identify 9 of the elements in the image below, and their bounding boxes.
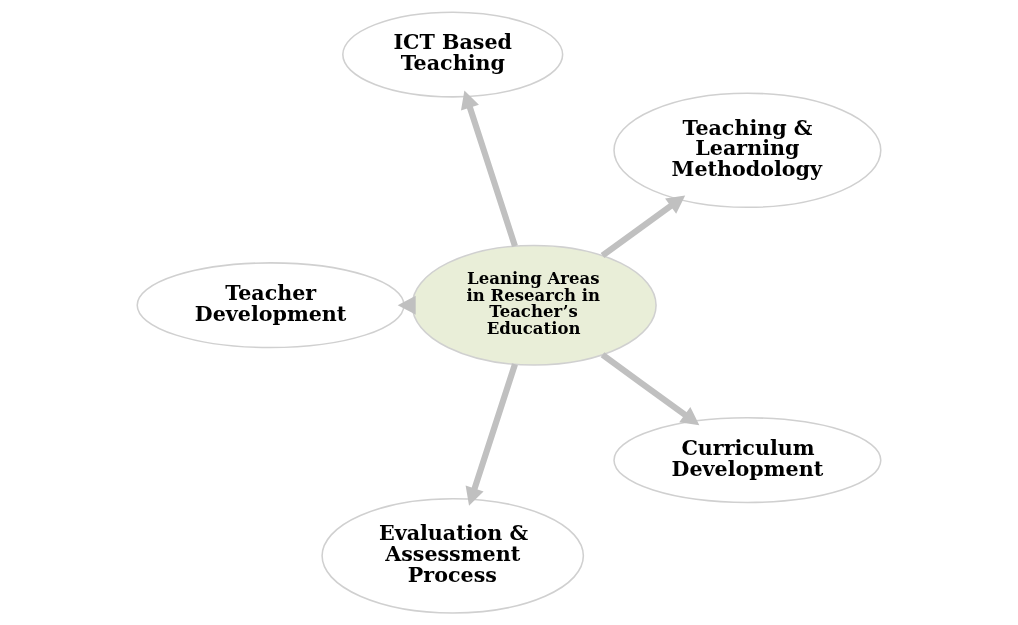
node-ellipse: Teacher Development (136, 262, 405, 349)
node-ellipse: Teaching & Learning Methodology (613, 92, 882, 209)
arrow (600, 352, 700, 426)
node-ellipse: Curriculum Development (613, 417, 882, 504)
arrow (600, 195, 686, 259)
node-ellipse: Evaluation & Assessment Process (321, 498, 585, 614)
arrow (460, 90, 518, 248)
node-ellipse: ICT Based Teaching (342, 11, 564, 98)
arrow (465, 363, 518, 506)
